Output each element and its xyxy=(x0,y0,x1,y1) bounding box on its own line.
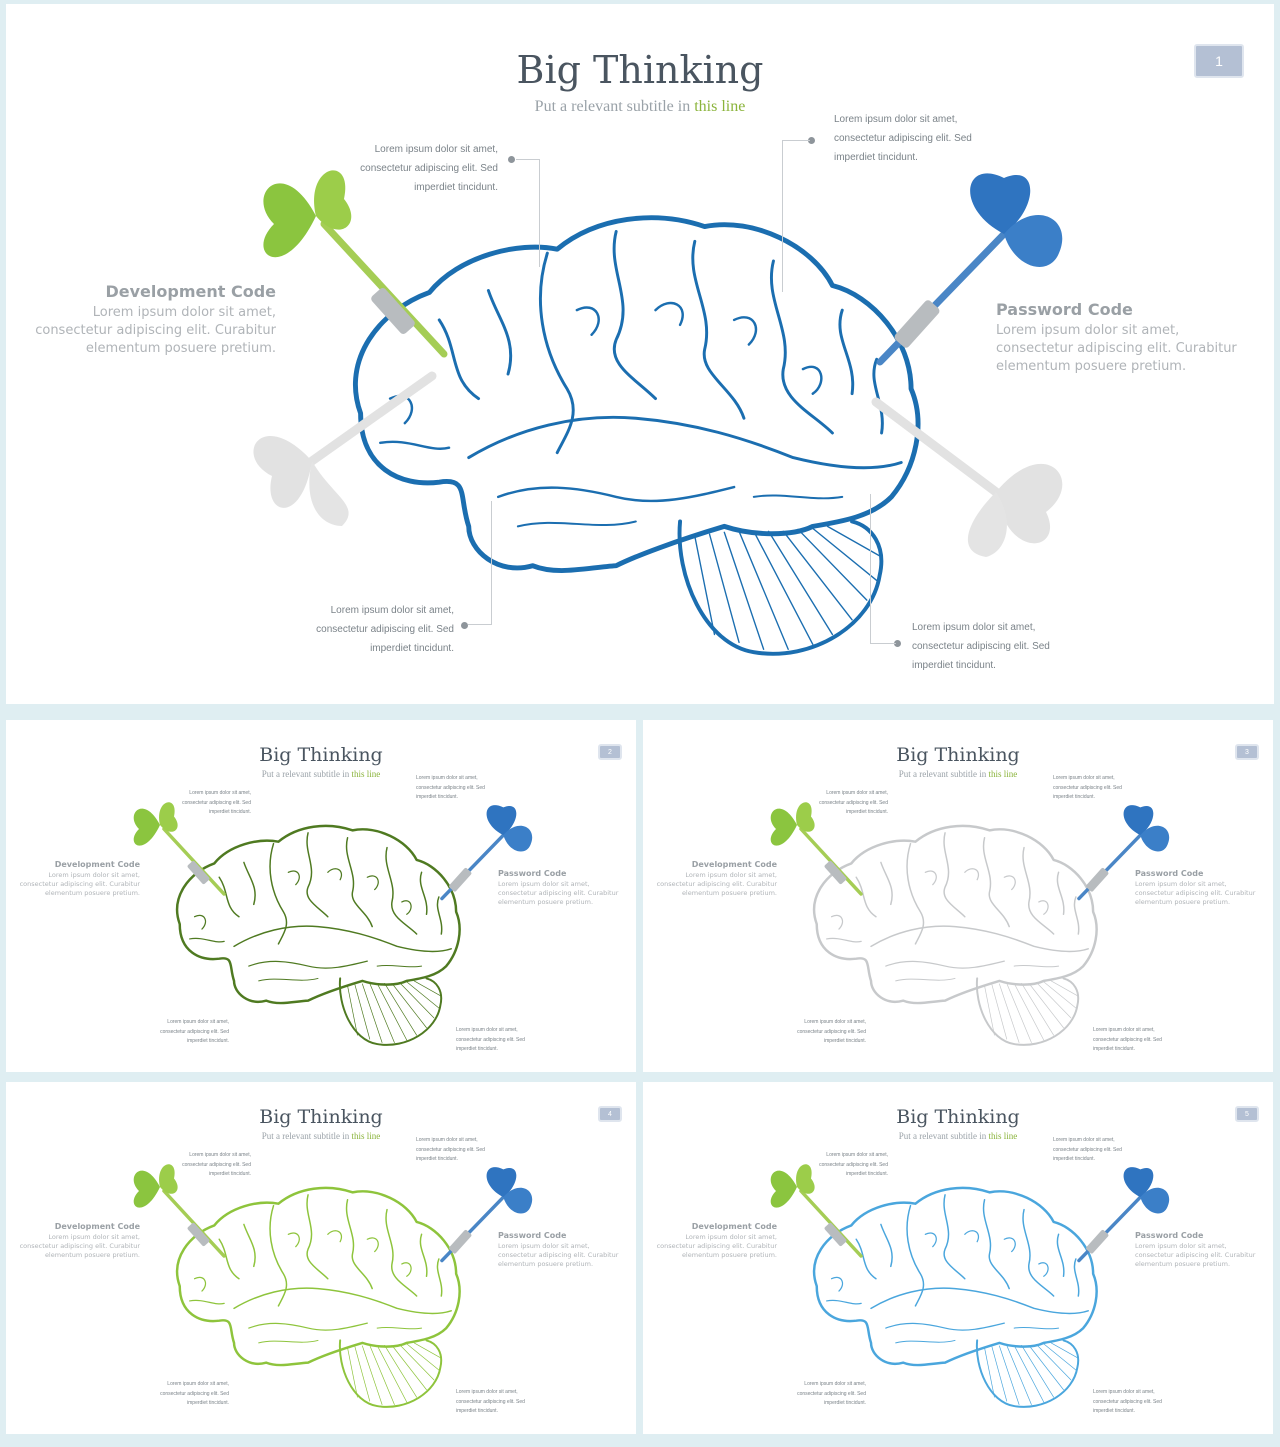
note-bottom-right: Lorem ipsum dolor sit amet, consectetur … xyxy=(1093,1027,1162,1052)
left-callout-desc: Lorem ipsum dolor sit amet, consectetur … xyxy=(19,871,140,897)
page-subtitle: Put a relevant subtitle in this line xyxy=(643,1131,1273,1141)
note-bottom-right: Lorem ipsum dolor sit amet, consectetur … xyxy=(1093,1389,1162,1414)
subtitle-text: Put a relevant subtitle in xyxy=(898,1131,987,1141)
page-subtitle: Put a relevant subtitle in this line xyxy=(643,769,1273,779)
page-title: Big Thinking xyxy=(516,48,764,92)
blue-dart-icon xyxy=(1071,1164,1175,1264)
left-callout-label: Development Code xyxy=(54,860,140,869)
page-subtitle: Put a relevant subtitle in this line xyxy=(6,1131,636,1141)
green-dart-icon xyxy=(124,794,234,899)
page-title: Big Thinking xyxy=(896,1106,1020,1128)
page-subtitle: Put a relevant subtitle in this line xyxy=(6,769,636,779)
right-callout-label: Password Code xyxy=(996,300,1133,319)
left-callout-desc: Lorem ipsum dolor sit amet, consectetur … xyxy=(19,1233,140,1259)
left-callout-label: Development Code xyxy=(54,1222,140,1231)
page-number-badge: 2 xyxy=(598,744,622,760)
note-top-left: Lorem ipsum dolor sit amet, consectetur … xyxy=(182,790,251,815)
note-bottom-left: Lorem ipsum dolor sit amet, consectetur … xyxy=(797,1381,866,1406)
page-title: Big Thinking xyxy=(259,1106,383,1128)
note-bottom-left: Lorem ipsum dolor sit amet, consectetur … xyxy=(160,1381,229,1406)
left-callout-desc: Lorem ipsum dolor sit amet, consectetur … xyxy=(656,1233,777,1259)
slide-4[interactable]: Big Thinking Put a relevant subtitle in … xyxy=(6,1082,636,1434)
left-callout-desc: Lorem ipsum dolor sit amet, consectetur … xyxy=(35,305,276,356)
page-number-badge: 1 xyxy=(1194,44,1244,78)
blue-dart-icon xyxy=(434,802,538,902)
green-dart-icon xyxy=(761,794,871,899)
green-dart-icon xyxy=(244,154,464,364)
subtitle-highlight: this line xyxy=(351,769,381,779)
right-callout-label: Password Code xyxy=(1135,1231,1204,1240)
page-title: Big Thinking xyxy=(896,744,1020,766)
note-top-right: Lorem ipsum dolor sit amet, consectetur … xyxy=(416,1137,485,1162)
left-callout-label: Development Code xyxy=(691,1222,777,1231)
right-callout-desc: Lorem ipsum dolor sit amet, consectetur … xyxy=(498,880,619,906)
note-bottom-left: Lorem ipsum dolor sit amet, consectetur … xyxy=(797,1019,866,1044)
right-callout-desc: Lorem ipsum dolor sit amet, consectetur … xyxy=(1135,1242,1256,1268)
blue-dart-shadow xyxy=(866,392,1076,562)
note-bottom-right: Lorem ipsum dolor sit amet, consectetur … xyxy=(456,1389,525,1414)
green-dart-shadow xyxy=(242,366,442,526)
right-callout-label: Password Code xyxy=(498,869,567,878)
note-top-right: Lorem ipsum dolor sit amet, consectetur … xyxy=(1053,775,1122,800)
left-callout-desc: Lorem ipsum dolor sit amet, consectetur … xyxy=(656,871,777,897)
slide-1[interactable]: Big Thinking Put a relevant subtitle in … xyxy=(6,4,1274,704)
brain-svg xyxy=(812,824,1098,1046)
note-top-right-dot xyxy=(808,137,815,144)
subtitle-highlight: this line xyxy=(988,769,1018,779)
note-top-left: Lorem ipsum dolor sit amet, consectetur … xyxy=(819,790,888,815)
brain-svg xyxy=(812,1186,1098,1408)
brain-illustration xyxy=(160,818,466,1050)
page-number-badge: 5 xyxy=(1235,1106,1259,1122)
note-top-left-dot xyxy=(508,156,515,163)
slide-5[interactable]: Big Thinking Put a relevant subtitle in … xyxy=(643,1082,1273,1434)
subtitle-text: Put a relevant subtitle in xyxy=(261,1131,350,1141)
blue-dart-icon xyxy=(434,1164,538,1264)
brain-svg xyxy=(175,1186,461,1408)
subtitle-highlight: this line xyxy=(988,1131,1018,1141)
right-callout-desc: Lorem ipsum dolor sit amet, consectetur … xyxy=(1135,880,1256,906)
note-bottom-left-leader xyxy=(468,501,492,625)
slide-3[interactable]: Big Thinking Put a relevant subtitle in … xyxy=(643,720,1273,1072)
right-callout-desc: Lorem ipsum dolor sit amet, consectetur … xyxy=(498,1242,619,1268)
brain-illustration xyxy=(160,1180,466,1412)
green-dart-icon xyxy=(124,1156,234,1261)
left-callout-label: Development Code xyxy=(691,860,777,869)
subtitle-text: Put a relevant subtitle in xyxy=(898,769,987,779)
brain-illustration xyxy=(797,1180,1103,1412)
blue-dart-icon xyxy=(1071,802,1175,902)
note-top-right: Lorem ipsum dolor sit amet, consectetur … xyxy=(1053,1137,1122,1162)
note-bottom-right: Lorem ipsum dolor sit amet, consectetur … xyxy=(456,1027,525,1052)
brain-illustration xyxy=(797,818,1103,1050)
note-top-right: Lorem ipsum dolor sit amet, consectetur … xyxy=(834,114,972,163)
note-bottom-right-leader xyxy=(870,494,896,644)
blue-dart-icon xyxy=(864,168,1074,368)
note-top-left: Lorem ipsum dolor sit amet, consectetur … xyxy=(819,1152,888,1177)
subtitle-text: Put a relevant subtitle in xyxy=(261,769,350,779)
note-bottom-left: Lorem ipsum dolor sit amet, consectetur … xyxy=(316,605,454,654)
note-bottom-left-dot xyxy=(461,622,468,629)
right-callout-desc: Lorem ipsum dolor sit amet, consectetur … xyxy=(996,323,1237,374)
brain-svg xyxy=(175,824,461,1046)
note-top-right: Lorem ipsum dolor sit amet, consectetur … xyxy=(416,775,485,800)
page-title: Big Thinking xyxy=(259,744,383,766)
note-bottom-right: Lorem ipsum dolor sit amet, consectetur … xyxy=(912,622,1050,671)
subtitle-highlight: this line xyxy=(351,1131,381,1141)
note-top-left: Lorem ipsum dolor sit amet, consectetur … xyxy=(360,144,498,193)
page-number-badge: 4 xyxy=(598,1106,622,1122)
subtitle-text: Put a relevant subtitle in xyxy=(534,98,691,115)
note-bottom-right-dot xyxy=(894,640,901,647)
right-callout-label: Password Code xyxy=(498,1231,567,1240)
right-callout-label: Password Code xyxy=(1135,869,1204,878)
note-top-left: Lorem ipsum dolor sit amet, consectetur … xyxy=(182,1152,251,1177)
page-subtitle: Put a relevant subtitle in this line xyxy=(6,98,1274,116)
note-top-right-leader xyxy=(782,140,810,292)
green-dart-icon xyxy=(761,1156,871,1261)
left-callout-label: Development Code xyxy=(105,282,276,301)
page-number-badge: 3 xyxy=(1235,744,1259,760)
slide-2[interactable]: Big Thinking Put a relevant subtitle in … xyxy=(6,720,636,1072)
note-top-left-leader xyxy=(516,159,540,267)
subtitle-highlight: this line xyxy=(694,98,746,115)
note-bottom-left: Lorem ipsum dolor sit amet, consectetur … xyxy=(160,1019,229,1044)
